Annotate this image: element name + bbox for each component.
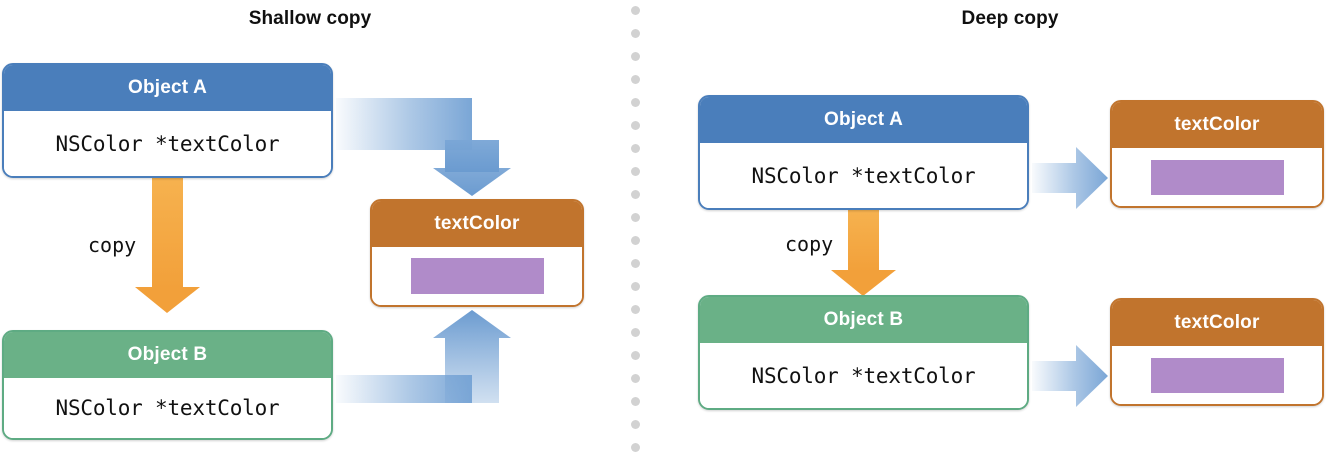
- deep-object-a-box[interactable]: Object A NSColor *textColor: [698, 95, 1029, 210]
- shallow-copy-arrow: [135, 177, 200, 313]
- divider-dot: [630, 98, 640, 107]
- deep-object-b-box[interactable]: Object B NSColor *textColor: [698, 295, 1029, 410]
- color-swatch: [410, 258, 544, 294]
- color-swatch: [1150, 357, 1284, 393]
- deep-object-b-body: NSColor *textColor: [700, 343, 1027, 408]
- dotted-vertical-divider: [629, 0, 641, 454]
- divider-dot: [630, 190, 640, 199]
- shallow-textcolor-body: [372, 247, 582, 305]
- deep-object-b-header: Object B: [700, 297, 1027, 343]
- divider-dot: [630, 374, 640, 383]
- shallow-copy-label: copy: [88, 233, 137, 257]
- divider-dot: [630, 351, 640, 360]
- deep-textcolor-b-body: [1112, 346, 1322, 404]
- deep-copy-arrow: [831, 210, 896, 296]
- divider-dot: [630, 328, 640, 337]
- deep-object-a-body: NSColor *textColor: [700, 143, 1027, 208]
- deep-textcolor-a-header: textColor: [1112, 102, 1322, 148]
- deep-b-ref-arrow: [1032, 345, 1108, 407]
- divider-dot: [630, 29, 640, 38]
- divider-dot: [630, 121, 640, 130]
- shallow-object-a-box[interactable]: Object A NSColor *textColor: [2, 63, 333, 178]
- shallow-object-b-box[interactable]: Object B NSColor *textColor: [2, 330, 333, 440]
- divider-dot: [630, 236, 640, 245]
- divider-dot: [630, 259, 640, 268]
- divider-dot: [630, 282, 640, 291]
- shallow-textcolor-box[interactable]: textColor: [370, 199, 584, 307]
- divider-dot: [630, 420, 640, 429]
- panel-title-deep: Deep copy: [961, 8, 1059, 29]
- divider-dot: [630, 6, 640, 15]
- deep-copy-label: copy: [785, 232, 834, 256]
- shallow-object-b-body: NSColor *textColor: [4, 378, 331, 438]
- shallow-b-ref-arrow: [336, 310, 511, 403]
- deep-textcolor-b-header: textColor: [1112, 300, 1322, 346]
- panel-title-shallow: Shallow copy: [248, 8, 372, 29]
- deep-textcolor-b-box[interactable]: textColor: [1110, 298, 1324, 406]
- divider-dot: [630, 397, 640, 406]
- shallow-object-a-body: NSColor *textColor: [4, 111, 331, 176]
- shallow-textcolor-header: textColor: [372, 201, 582, 247]
- divider-dot: [630, 167, 640, 176]
- divider-dot: [630, 213, 640, 222]
- divider-dot: [630, 443, 640, 452]
- shallow-object-a-header: Object A: [4, 65, 331, 111]
- divider-dot: [630, 305, 640, 314]
- divider-dot: [630, 52, 640, 61]
- deep-textcolor-a-box[interactable]: textColor: [1110, 100, 1324, 208]
- color-swatch: [1150, 159, 1284, 195]
- divider-dot: [630, 75, 640, 84]
- deep-textcolor-a-body: [1112, 148, 1322, 206]
- deep-a-ref-arrow: [1032, 147, 1108, 209]
- divider-dot: [630, 144, 640, 153]
- shallow-object-b-header: Object B: [4, 332, 331, 378]
- shallow-a-ref-arrow: [336, 98, 511, 196]
- deep-object-a-header: Object A: [700, 97, 1027, 143]
